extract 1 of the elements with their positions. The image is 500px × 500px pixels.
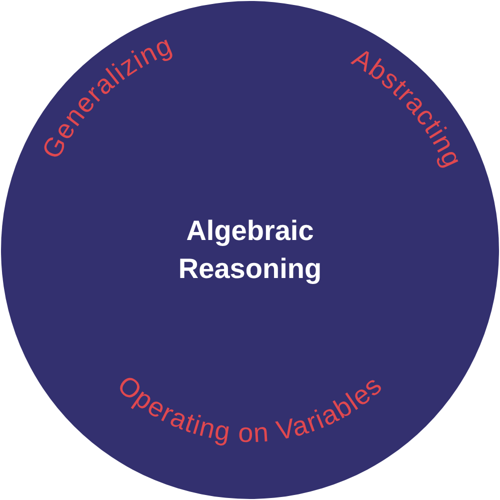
center-title: Algebraic Reasoning (177, 214, 323, 286)
